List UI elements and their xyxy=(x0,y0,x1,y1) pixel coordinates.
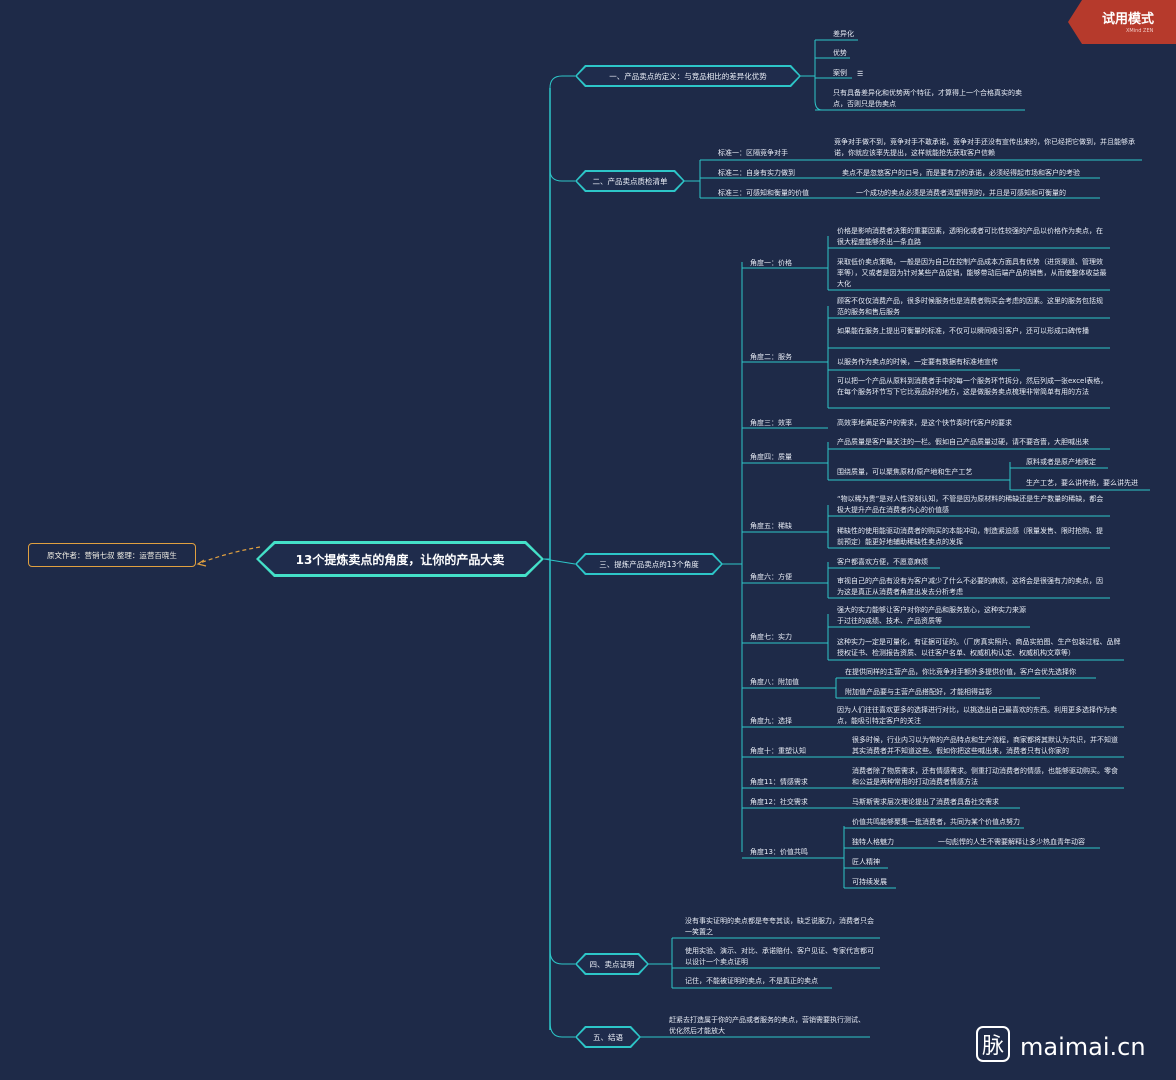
topic-definition-summary[interactable]: 只有具备差异化和优势两个特征，才算得上一个合格真实的卖点，否则只是伪卖点 xyxy=(833,89,1022,108)
angle-convenience-text-2[interactable]: 审视自己的产品有没有为客户减少了什么不必要的麻烦，这将会是很强有力的卖点，因为这… xyxy=(837,577,1103,596)
angle-service-text-1[interactable]: 顾客不仅仅消费产品，很多时候服务也是消费者购买会考虑的因素。这里的服务包括规范的… xyxy=(837,297,1103,316)
angle-price-text-1[interactable]: 价格是影响消费者决策的重要因素，透明化或者可比性较强的产品以价格作为卖点，在很大… xyxy=(837,227,1103,246)
trial-mode-badge: 试用模式 XMind ZEN xyxy=(1068,0,1176,44)
angle-choice-text[interactable]: 因为人们往往喜欢更多的选择进行对比，以挑选出自己最喜欢的东西。利用更多选择作为卖… xyxy=(837,706,1117,725)
angle-strength-text-1[interactable]: 强大的实力能够让客户对你的产品和服务放心，这种实力来源于过往的成绩、技术、产品资… xyxy=(837,606,1026,625)
central-topic[interactable]: 13个提炼卖点的角度，让你的产品大卖 xyxy=(256,541,544,577)
proof-text-2[interactable]: 使用实验、演示、对比、承诺赔付、客户见证、专家代言都可以设计一个卖点证明 xyxy=(685,947,874,966)
angle-value-resonance-personality[interactable]: 独特人格魅力 xyxy=(852,838,894,846)
angle-value-resonance[interactable]: 角度13：价值共鸣 xyxy=(750,848,808,856)
angle-quality[interactable]: 角度四：质量 xyxy=(750,453,792,461)
proof-text-3[interactable]: 记住，不能被证明的卖点，不是真正的卖点 xyxy=(685,977,818,985)
angle-social-needs-text[interactable]: 马斯斯需求层次理论提出了消费者具备社交需求 xyxy=(852,798,999,806)
branch-13-angles[interactable]: 三、提炼产品卖点的13个角度 xyxy=(575,553,723,575)
angle-price-text-2[interactable]: 采取低价卖点策略，一般是因为自己在控制产品成本方面具有优势（进货渠道、管理效率等… xyxy=(837,258,1107,288)
branch-checklist-label: 二、产品卖点质检清单 xyxy=(577,172,683,190)
proof-text-1[interactable]: 没有事实证明的卖点都是夸夸其谈，缺乏说服力，消费者只会一笑置之 xyxy=(685,917,874,936)
badge-label: 试用模式 xyxy=(1102,12,1155,27)
angle-scarcity-text-1[interactable]: “物以稀为贵”是对人性深刻认知，不管是因为原材料的稀缺还是生产数量的稀缺，都会极… xyxy=(837,495,1104,514)
topic-std2[interactable]: 标准二：自身有实力做到 xyxy=(718,169,795,177)
angle-value-resonance-craftsman[interactable]: 匠人精神 xyxy=(852,858,880,866)
angle-value-resonance-text-1[interactable]: 价值共鸣能够聚集一批消费者，共同为某个价值点努力 xyxy=(852,818,1020,826)
angle-value-resonance-personality-text[interactable]: 一句彪悍的人生不需要解释让多少热血青年动容 xyxy=(938,838,1085,846)
central-topic-label: 13个提炼卖点的角度，让你的产品大卖 xyxy=(259,544,541,574)
angle-added-value-text-2[interactable]: 附加值产品要与主营产品搭配好，才能相得益彰 xyxy=(845,688,992,696)
angle-strength[interactable]: 角度七：实力 xyxy=(750,633,792,641)
branch-definition[interactable]: 一、产品卖点的定义：与竞品相比的差异化优势 xyxy=(575,65,801,87)
topic-case[interactable]: 案例 xyxy=(833,69,847,77)
topic-std1-text[interactable]: 竞争对手做不到，竞争对手不敢承诺，竞争对手还没有宣传出来的，你已经把它做到，并且… xyxy=(834,138,1135,157)
branch-conclusion-label: 五、结语 xyxy=(577,1028,639,1046)
topic-std2-text[interactable]: 卖点不是忽悠客户的口号，而是要有力的承诺，必须经得起市场和客户的考验 xyxy=(842,169,1080,177)
angle-reshape-cognition[interactable]: 角度十：重塑认知 xyxy=(750,747,806,755)
angle-social-needs[interactable]: 角度12：社交需求 xyxy=(750,798,808,806)
topic-std3[interactable]: 标准三：可感知和衡量的价值 xyxy=(718,189,809,197)
angle-scarcity[interactable]: 角度五：稀缺 xyxy=(750,522,792,530)
angle-reshape-cognition-text[interactable]: 很多时候，行业内习以为常的产品特点和生产流程，商家都将其默认为共识，并不知道其实… xyxy=(852,736,1118,755)
angle-added-value-text-1[interactable]: 在提供同样的主营产品，你比竞争对手额外多提供价值，客户会优先选择你 xyxy=(845,668,1076,676)
badge-sublabel: XMind ZEN xyxy=(1126,28,1154,34)
branch-proof-label: 四、卖点证明 xyxy=(577,955,647,973)
angle-added-value[interactable]: 角度八：附加值 xyxy=(750,678,799,686)
note-icon[interactable]: ☰ xyxy=(857,70,864,78)
author-note[interactable]: 原文作者：营销七叔 整理：运营百晓生 xyxy=(28,543,196,567)
branch-checklist[interactable]: 二、产品卖点质检清单 xyxy=(575,170,685,192)
topic-std3-text[interactable]: 一个成功的卖点必须是消费者渴望得到的，并且是可感知和可衡量的 xyxy=(856,189,1066,197)
branch-proof[interactable]: 四、卖点证明 xyxy=(575,953,649,975)
conclusion-text[interactable]: 赶紧去打造属于你的产品或者服务的卖点，营销需要执行测试、优化然后才能放大 xyxy=(669,1016,865,1035)
maimai-logo-icon: 脉 xyxy=(976,1026,1010,1062)
angle-service-text-2[interactable]: 如果能在服务上提出可衡量的标准，不仅可以瞬间吸引客户，还可以形成口碑传播 xyxy=(837,327,1089,335)
maimai-site-label: maimai.cn xyxy=(1020,1033,1146,1061)
angle-strength-text-2[interactable]: 这种实力一定是可量化，有证据可证的。（厂房真实照片、商品实拍图、生产包装过程、品… xyxy=(837,638,1121,657)
branch-definition-label: 一、产品卖点的定义：与竞品相比的差异化优势 xyxy=(577,67,799,85)
angle-convenience[interactable]: 角度六：方便 xyxy=(750,573,792,581)
branch-conclusion[interactable]: 五、结语 xyxy=(575,1026,641,1048)
angle-scarcity-text-2[interactable]: 稀缺性的使用能驱动消费者的购买的本能冲动，制造紧迫感（限量发售、限时抢购、提前预… xyxy=(837,527,1103,546)
angle-emotional-needs[interactable]: 角度11：情感需求 xyxy=(750,778,808,786)
topic-advantage[interactable]: 优势 xyxy=(833,49,847,57)
angle-quality-text-2[interactable]: 围绕质量，可以聚焦原材/原产地和生产工艺 xyxy=(837,468,973,476)
angle-choice[interactable]: 角度九：选择 xyxy=(750,717,792,725)
topic-std1[interactable]: 标准一：区隔竞争对手 xyxy=(718,149,788,157)
topic-differentiation[interactable]: 差异化 xyxy=(833,30,854,38)
angle-quality-text-1[interactable]: 产品质量是客户最关注的一栏。假如自己产品质量过硬，请不要吝啬，大胆喊出来 xyxy=(837,438,1089,446)
angle-quality-origin[interactable]: 原料或者是原产地限定 xyxy=(1026,458,1096,466)
angle-service[interactable]: 角度二：服务 xyxy=(750,353,792,361)
angle-quality-craft[interactable]: 生产工艺，要么讲传统，要么讲先进 xyxy=(1026,479,1138,487)
angle-emotional-needs-text[interactable]: 消费者除了物质需求，还有情感需求。侧重打动消费者的情感，也能够驱动购买。零食和公… xyxy=(852,767,1118,786)
angle-service-text-3[interactable]: 以服务作为卖点的时候，一定要有数据有标准地宣传 xyxy=(837,358,998,366)
angle-convenience-text-1[interactable]: 客户都喜欢方便，不愿意麻烦 xyxy=(837,558,928,566)
branch-13-angles-label: 三、提炼产品卖点的13个角度 xyxy=(577,555,721,573)
angle-efficiency-text[interactable]: 高效率地满足客户的需求，是这个快节奏时代客户的要求 xyxy=(837,419,1012,427)
angle-service-text-4[interactable]: 可以把一个产品从原料到消费者手中的每一个服务环节拆分，然后列成一张excel表格… xyxy=(837,377,1108,396)
angle-price[interactable]: 角度一：价格 xyxy=(750,259,792,267)
angle-value-resonance-sustainable[interactable]: 可持续发展 xyxy=(852,878,887,886)
angle-efficiency[interactable]: 角度三：效率 xyxy=(750,419,792,427)
